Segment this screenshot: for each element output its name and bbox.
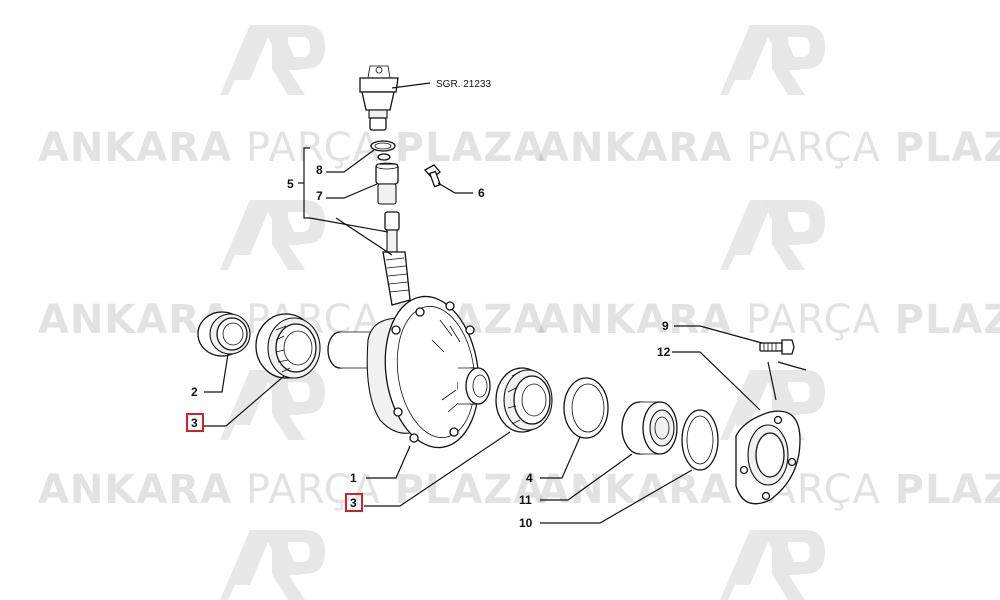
taper-roller-bearing-right bbox=[495, 367, 553, 433]
callout-8: 8 bbox=[316, 163, 323, 177]
speedometer-drive-assembly: SGR. 21233 5 8 7 bbox=[287, 65, 491, 306]
callout-3-center: 3 bbox=[350, 496, 357, 510]
driven-gear-shaft bbox=[382, 211, 411, 306]
leader-line bbox=[437, 182, 473, 194]
callout-3-left: 3 bbox=[191, 416, 198, 430]
watermark-text: ANKARA PARÇA PLAZA bbox=[38, 467, 545, 513]
callout-2: 2 bbox=[191, 385, 198, 399]
ap-logo-icon bbox=[220, 370, 325, 440]
oil-seal bbox=[621, 401, 678, 455]
watermark-text: ANKARA PARÇA PLAZA bbox=[538, 297, 1000, 343]
leader-line bbox=[540, 436, 581, 479]
ap-logo-icon bbox=[720, 530, 825, 600]
shim-ring bbox=[563, 377, 609, 439]
ap-logo-icon bbox=[720, 200, 825, 270]
callout-7: 7 bbox=[316, 189, 323, 203]
leader-line bbox=[672, 351, 761, 411]
gasket bbox=[681, 409, 719, 471]
ap-logo-icon bbox=[220, 200, 325, 270]
leader-line bbox=[326, 183, 378, 199]
callout-10: 10 bbox=[519, 516, 533, 530]
leader-line bbox=[540, 453, 633, 501]
leader-line bbox=[204, 353, 229, 393]
highlight-box bbox=[345, 493, 363, 512]
leader-line bbox=[391, 82, 431, 89]
watermark-layer: ANKARA PARÇA PLAZA ANKARA PARÇA PLAZA AN… bbox=[38, 25, 1000, 600]
bolt bbox=[423, 164, 442, 188]
flange-bolt bbox=[759, 339, 795, 355]
leader-line bbox=[674, 325, 763, 344]
leader-line bbox=[326, 149, 375, 173]
callout-sgr: SGR. 21233 bbox=[436, 79, 491, 90]
differential-housing bbox=[327, 295, 491, 449]
drive-bushing bbox=[375, 162, 399, 205]
callout-4: 4 bbox=[526, 471, 533, 485]
leader-line bbox=[540, 469, 693, 524]
ap-logo-icon bbox=[220, 25, 325, 95]
inner-bearing-race bbox=[197, 311, 251, 357]
bearing-cover-flange bbox=[735, 410, 801, 505]
leader-line bbox=[366, 445, 411, 479]
callout-11: 11 bbox=[519, 493, 532, 507]
speed-sensor bbox=[359, 65, 399, 131]
watermark-text: ANKARA PARÇA PLAZA bbox=[38, 125, 545, 171]
ap-logo-icon bbox=[220, 530, 325, 600]
callout-1: 1 bbox=[350, 471, 357, 485]
highlight-box bbox=[186, 413, 204, 432]
leader-line bbox=[364, 431, 511, 507]
callout-9: 9 bbox=[662, 319, 669, 333]
leader-line bbox=[204, 375, 285, 427]
callout-12: 12 bbox=[657, 345, 671, 359]
watermark-text: ANKARA PARÇA PLAZA bbox=[538, 125, 1000, 171]
callout-5: 5 bbox=[287, 177, 294, 191]
callout-6: 6 bbox=[478, 186, 485, 200]
ap-logo-icon bbox=[720, 25, 825, 95]
taper-roller-bearing-left bbox=[255, 313, 321, 379]
